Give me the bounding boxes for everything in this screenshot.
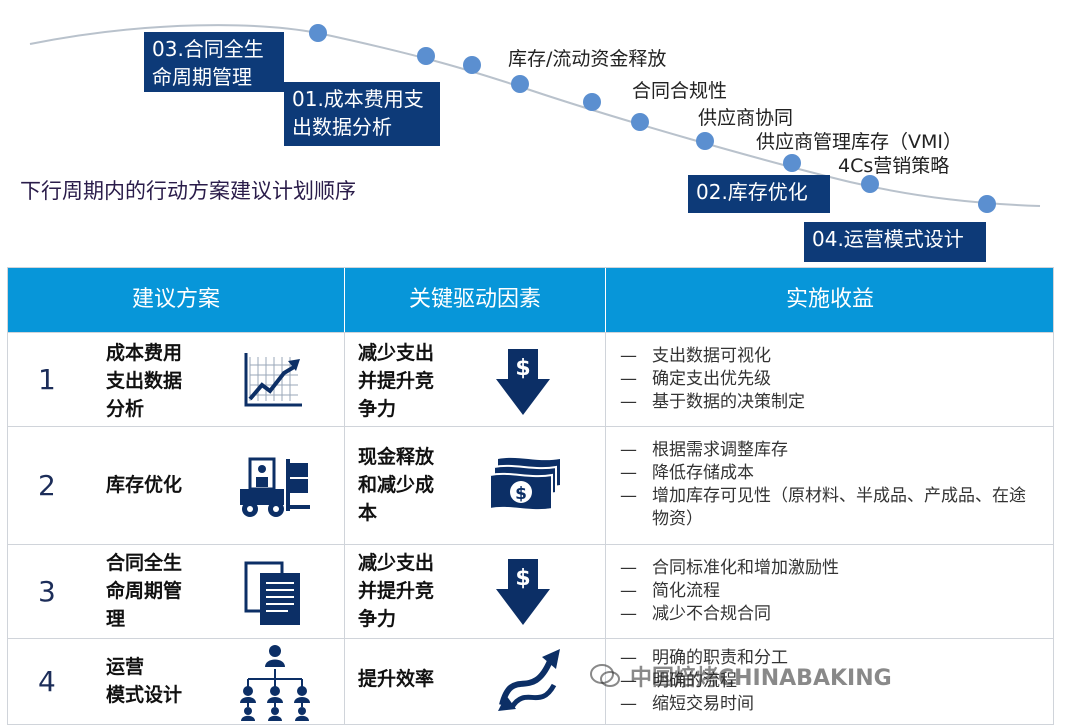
- table-row: 3 合同全生 命周期管 理 减少支出 并提升竞 争力 $ 合同标准化和增加激励性…: [8, 544, 1053, 638]
- benefit-item: 基于数据的决策制定: [620, 391, 1040, 414]
- benefit-item: 根据需求调整库存: [620, 439, 1042, 462]
- table-header: 建议方案 关键驱动因素 实施收益: [8, 268, 1053, 332]
- action-plan-table: 建议方案 关键驱动因素 实施收益 1 成本费用 支出数据 分析 减少支出 并提升…: [7, 267, 1054, 725]
- plan-label: 合同全生 命周期管 理: [106, 552, 183, 630]
- watermark-text: 中国焙烤CHINABAKING: [630, 666, 892, 691]
- benefits-list: 支出数据可视化 确定支出优先级 基于数据的决策制定: [620, 345, 1040, 414]
- benefit-item: 合同标准化和增加激励性: [620, 557, 1040, 580]
- svg-text:$: $: [515, 356, 530, 381]
- roadmap-dot: [511, 75, 529, 93]
- benefit-item: 确定支出优先级: [620, 368, 1040, 391]
- row-number: 2: [38, 469, 56, 502]
- column-divider: [605, 332, 606, 724]
- driver-label: 减少支出 并提升竞 争力: [358, 552, 435, 630]
- callout-inventory-optimization: 02.库存优化: [688, 175, 830, 213]
- step-supplier-collaboration: 供应商协同: [698, 107, 794, 129]
- benefits-list: 根据需求调整库存 降低存储成本 增加库存可见性（原材料、半成品、产成品、在途物资…: [620, 439, 1042, 531]
- benefit-item: 降低存储成本: [620, 462, 1042, 485]
- benefits-list: 明确的职责和分工 明确的流程 缩短交易时间: [620, 647, 1040, 716]
- benefit-item: 明确的流程: [620, 670, 1040, 693]
- dollar-down-arrow-icon: $: [496, 559, 550, 625]
- plan-label: 运营 模式设计: [106, 656, 183, 706]
- plan-label: 成本费用 支出数据 分析: [106, 342, 183, 420]
- roadmap-diagram: [29, 24, 1041, 213]
- step-4cs-marketing: 4Cs营销策略: [838, 155, 950, 177]
- benefit-item: 缩短交易时间: [620, 693, 1040, 716]
- driver-label: 减少支出 并提升竞 争力: [358, 342, 435, 420]
- roadmap-dots: [309, 24, 996, 213]
- roadmap-dot: [696, 132, 714, 150]
- header-plan: 建议方案: [131, 287, 220, 312]
- roadmap-dot: [463, 56, 481, 74]
- benefit-item: 简化流程: [620, 580, 1040, 603]
- chart-trend-icon: [244, 353, 302, 407]
- driver-label: 现金释放 和减少成 本: [358, 446, 435, 524]
- forklift-icon: [240, 457, 310, 517]
- cycle-arrows-icon: [498, 649, 560, 711]
- benefits-list: 合同标准化和增加激励性 简化流程 减少不合规合同: [620, 557, 1040, 626]
- benefit-item: 支出数据可视化: [620, 345, 1040, 368]
- step-inventory-release: 库存/流动资金释放: [508, 48, 667, 70]
- roadmap-dot: [417, 47, 435, 65]
- header-benefits: 实施收益: [605, 268, 1054, 332]
- roadmap-dot: [861, 175, 879, 193]
- row-number: 1: [38, 363, 56, 396]
- roadmap-dot: [583, 93, 601, 111]
- cash-stack-icon: $: [489, 457, 560, 512]
- table-row: 4 运营 模式设计 提升效率 明确的职责和分工 明确: [8, 638, 1053, 725]
- header-driver: 关键驱动因素: [344, 268, 605, 332]
- svg-text:$: $: [515, 484, 527, 504]
- callout-contract-lifecycle: 03.合同全生 命周期管理: [144, 32, 284, 92]
- benefit-item: 明确的职责和分工: [620, 647, 1040, 670]
- column-divider: [344, 332, 345, 724]
- svg-text:$: $: [515, 566, 530, 591]
- table-row: 1 成本费用 支出数据 分析 减少支出 并提升竞 争力 $ 支出数据可视化 确定…: [8, 332, 1053, 426]
- roadmap-dot: [783, 154, 801, 172]
- benefit-item: 减少不合规合同: [620, 603, 1040, 626]
- benefit-item: 增加库存可见性（原材料、半成品、产成品、在途物资）: [620, 485, 1042, 531]
- section-subtitle: 下行周期内的行动方案建议计划顺序: [20, 179, 356, 203]
- documents-icon: [244, 561, 300, 625]
- step-vmi: 供应商管理库存（VMI）: [756, 131, 962, 153]
- roadmap-dot: [978, 195, 996, 213]
- table-row: 2 库存优化 现金释放 和减少成 本 $ 根据需求调整库存 降低存储成本: [8, 426, 1053, 544]
- callout-operating-model: 04.运营模式设计: [804, 222, 986, 262]
- driver-label: 提升效率: [358, 668, 435, 690]
- roadmap-dot: [309, 24, 327, 42]
- roadmap-dot: [631, 113, 649, 131]
- dollar-down-arrow-icon: $: [496, 349, 550, 415]
- plan-label: 库存优化: [106, 474, 183, 496]
- org-chart-icon: [240, 645, 310, 721]
- callout-cost-analysis: 01.成本费用支 出数据分析: [284, 82, 440, 146]
- step-contract-compliance: 合同合规性: [632, 80, 728, 102]
- roadmap-curve: [29, 24, 1041, 207]
- wechat-icon: [590, 664, 620, 687]
- row-number: 3: [38, 575, 56, 608]
- row-number: 4: [38, 665, 56, 698]
